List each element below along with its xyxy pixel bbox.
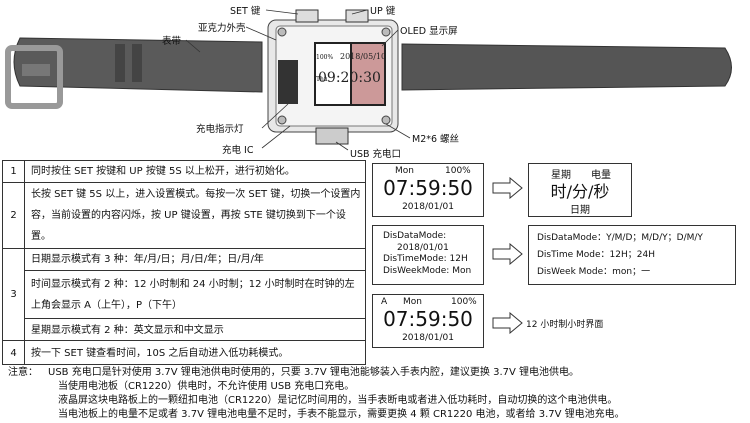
label-strap: 表带 [162, 36, 182, 47]
legend-week: 星期 [551, 170, 571, 181]
table-row: 1 同时按住 SET 按键和 UP 按键 5S 以上松开，进行初始化。 [3, 161, 365, 183]
watch-case [267, 9, 399, 145]
display-12h: A Mon 100% 07:59:50 2018/01/01 [372, 294, 484, 348]
display-normal: Mon 100% 07:59:50 2018/01/01 [372, 163, 484, 217]
display-time: 07:59:50 [383, 307, 473, 331]
legend-time: 时/分/秒 [550, 182, 610, 201]
display-ampm: A [381, 297, 388, 307]
display-legend: 星期 电量 时/分/秒 日期 [528, 163, 632, 217]
setting-date-value: 2018/01/01 [397, 242, 449, 253]
note-line: 当电池板上的电量不足或者 3.7V 锂电池电量不足时，手表不能显示，需要更换 4… [58, 409, 625, 420]
watch-screen: 100% Thu [316, 44, 352, 104]
row-number: 1 [3, 161, 25, 182]
label-up-key: UP 键 [370, 6, 396, 17]
row-number: 3 [3, 249, 25, 340]
note-line: 液晶屏这块电路板上的一颗纽扣电池（CR1220）是记忆时间用的，当手表断电或者进… [58, 395, 618, 406]
row-text: 同时按住 SET 按键和 UP 按键 5S 以上松开，进行初始化。 [31, 166, 295, 177]
table-row: 2 长按 SET 键 5S 以上，进入设置模式。每按一次 SET 键，切换一个设… [3, 183, 365, 249]
display-settings: DisDataMode: 2018/01/01 DisTimeMode: 12H… [372, 225, 484, 285]
display-time: 07:59:50 [383, 176, 473, 200]
arrow-icon [492, 312, 523, 334]
display-battery: 100% [445, 166, 471, 176]
label-acrylic-shell: 亚克力外壳 [198, 23, 246, 34]
watch-day: Thu [316, 76, 328, 83]
display-day: Mon [403, 297, 422, 307]
legend-date: 日期 [570, 205, 590, 216]
row-text: 星期显示模式有 2 种：英文显示和中文显示 [31, 324, 224, 336]
label-set-key: SET 键 [230, 6, 261, 17]
row-text: 日期显示模式有 3 种：年/月/日；月/日/年；日/月/年 [31, 254, 264, 265]
ampm-note: 12 小时制小时界面 [526, 320, 604, 330]
label-charge-ic: 充电 IC [222, 145, 254, 156]
note-line: USB 充电口是针对使用 3.7V 锂电池供电时使用的，只要 3.7V 锂电池能… [48, 367, 580, 378]
display-battery: 100% [451, 297, 477, 307]
watch-battery: 100% [316, 54, 334, 61]
watch-date: 2018/05/10 [340, 52, 387, 61]
row-text: 按一下 SET 键查看时间，10S 之后自动进入低功耗模式。 [31, 347, 289, 359]
notes-prefix: 注意： [8, 367, 38, 378]
option-week: DisWeek Mode：mon；一 [537, 267, 651, 277]
label-screw: M2*6 螺丝 [412, 134, 460, 145]
option-time: DisTime Mode：12H；24H [537, 250, 655, 260]
watch-diagram [5, 9, 732, 151]
option-date: DisDataMode：Y/M/D；M/D/Y；D/M/Y [537, 233, 703, 243]
display-date: 2018/01/01 [402, 202, 454, 212]
label-usb-port: USB 充电口 [350, 149, 402, 160]
label-charge-led: 充电指示灯 [196, 124, 244, 135]
setting-time-mode: DisTimeMode: 12H [383, 254, 468, 264]
row-number: 2 [3, 183, 25, 248]
arrow-icon [492, 177, 523, 199]
display-options: DisDataMode：Y/M/D；M/D/Y；D/M/Y DisTime Mo… [528, 225, 736, 285]
setting-date-mode: DisDataMode: [383, 231, 447, 241]
row-text: 时间显示模式有 2 种：12 小时制和 24 小时制；12 小时制时在时钟的左上… [31, 278, 355, 311]
setting-week-mode: DisWeekMode: Mon [383, 265, 472, 276]
arrow-icon [492, 243, 523, 265]
row-number: 4 [3, 341, 25, 365]
display-day: Mon [395, 166, 414, 176]
table-row: 4 按一下 SET 键查看时间，10S 之后自动进入低功耗模式。 [3, 341, 365, 365]
label-oled: OLED 显示屏 [400, 26, 458, 37]
watch-time: 09:20:30 [318, 70, 381, 86]
legend-power: 电量 [591, 170, 611, 181]
row-text: 长按 SET 键 5S 以上，进入设置模式。每按一次 SET 键，切换一个设置内… [31, 189, 361, 242]
instruction-table: 1 同时按住 SET 按键和 UP 按键 5S 以上松开，进行初始化。 2 长按… [2, 160, 366, 365]
strap-buckle [5, 45, 63, 109]
note-line: 当使用电池板（CR1220）供电时，不允许使用 USB 充电口充电。 [58, 381, 355, 392]
table-row: 3 日期显示模式有 3 种：年/月/日；月/日/年；日/月/年 时间显示模式有 … [3, 249, 365, 341]
display-date: 2018/01/01 [402, 333, 454, 343]
